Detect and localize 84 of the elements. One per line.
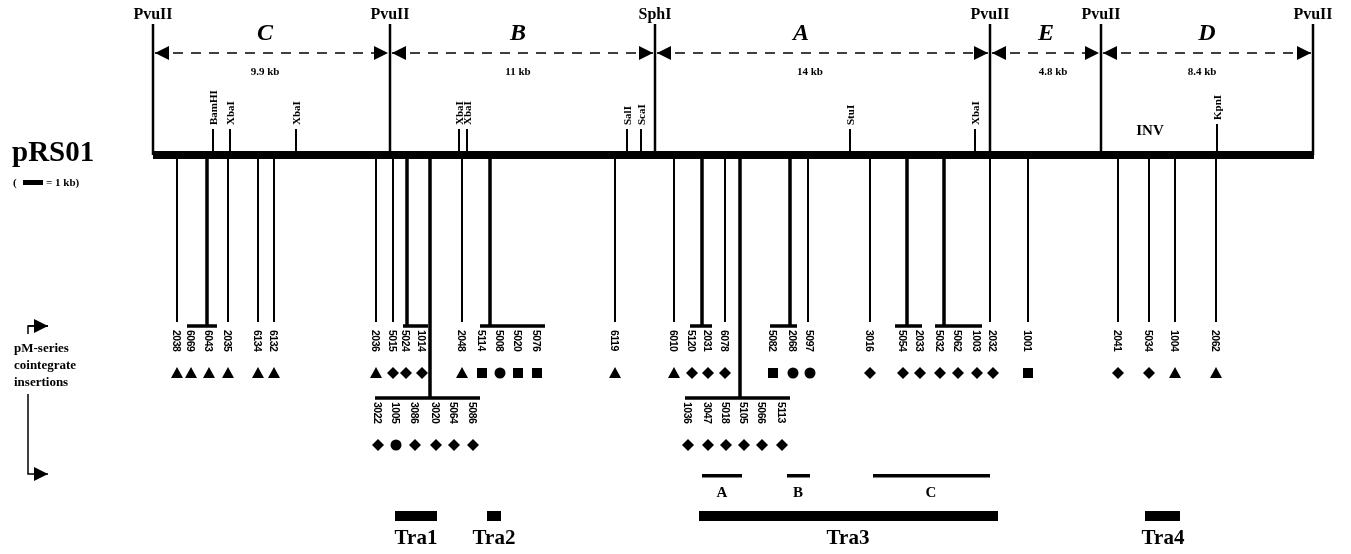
region-label: INV	[1136, 123, 1164, 138]
restriction-site-label: XbaI	[224, 101, 236, 125]
fragment-size-label: 11 kb	[505, 66, 531, 77]
restriction-site-label: BamHI	[207, 90, 219, 125]
insertion-number: 5062	[952, 330, 964, 352]
insertion-number: 1036	[682, 402, 694, 424]
insertion-number: 2068	[787, 330, 799, 352]
region-label: A	[716, 485, 728, 500]
insertion-number: 2033	[914, 330, 926, 352]
restriction-site-label: XbaI	[290, 101, 302, 125]
insertion-number: 1001	[1022, 330, 1034, 352]
insertion-number: 6119	[609, 330, 621, 351]
row-heading: pM-series cointegrate insertions	[14, 340, 78, 391]
gene-region-label: Tra1	[394, 527, 438, 548]
restriction-site-label: ScaI	[635, 104, 647, 125]
restriction-site-label: SalI	[621, 106, 633, 125]
insertion-number: 2035	[222, 330, 234, 352]
fragment-letter: E	[1038, 20, 1054, 44]
insertion-number: 6134	[252, 330, 264, 352]
insertion-number: 5034	[1143, 330, 1155, 352]
insertion-number: 1004	[1169, 330, 1181, 352]
insertion-number: 1003	[971, 330, 983, 352]
restriction-site-label: XbaI	[453, 101, 465, 125]
restriction-site-label: PvuII	[1293, 6, 1333, 22]
fragment-letter: B	[510, 20, 526, 44]
insertion-number: 1014	[416, 330, 428, 352]
insertion-number: 1005	[390, 402, 402, 424]
insertion-number: 5082	[767, 330, 779, 352]
insertion-number: 2062	[1210, 330, 1222, 352]
insertion-number: 6078	[719, 330, 731, 352]
insertion-number: 2036	[370, 330, 382, 352]
insertion-number: 6069	[185, 330, 197, 352]
region-label: C	[925, 485, 937, 500]
fragment-letter: D	[1198, 20, 1216, 44]
fragment-letter: C	[257, 20, 273, 44]
insertion-number: 6043	[203, 330, 215, 352]
scale-label: (	[13, 177, 17, 188]
insertion-number: 5064	[448, 402, 460, 424]
insertion-number: 6010	[668, 330, 680, 352]
insertion-number: 3086	[409, 402, 421, 424]
insertion-number: 6132	[268, 330, 280, 352]
insertion-number: 5086	[467, 402, 479, 424]
gene-region-label: Tra3	[826, 527, 870, 548]
insertion-number: 2048	[456, 330, 468, 352]
fragment-size-label: 9.9 kb	[250, 66, 280, 77]
fragment-size-label: 14 kb	[797, 66, 823, 77]
restriction-site-label: PvuII	[133, 6, 173, 22]
insertion-number: 5113	[776, 402, 788, 423]
restriction-site-label: SphI	[638, 6, 672, 22]
restriction-site-label: PvuII	[970, 6, 1010, 22]
insertion-number: 3020	[430, 402, 442, 424]
insertion-number: 5018	[720, 402, 732, 424]
plasmid-name: pRS01	[12, 137, 95, 166]
insertion-number: 5015	[387, 330, 399, 352]
insertion-number: 5020	[512, 330, 524, 352]
insertion-number: 5066	[756, 402, 768, 424]
insertion-number: 2032	[987, 330, 999, 352]
fragment-letter: A	[793, 20, 809, 44]
restriction-site-label: XbaI	[969, 101, 981, 125]
insertion-number: 5120	[686, 330, 698, 352]
insertion-number: 2038	[171, 330, 183, 352]
gene-region-label: Tra4	[1141, 527, 1185, 548]
insertion-number: 3016	[864, 330, 876, 352]
insertion-number: 5024	[400, 330, 412, 352]
insertion-number: 5054	[897, 330, 909, 352]
fragment-size-label: 4.8 kb	[1038, 66, 1068, 77]
insertion-number: 5114	[476, 330, 488, 351]
insertion-number: 5097	[804, 330, 816, 352]
insertion-number: 5105	[738, 402, 750, 424]
region-label: B	[793, 485, 803, 500]
restriction-site-label: KpnI	[1211, 94, 1223, 120]
insertion-number: 5076	[531, 330, 543, 352]
restriction-site-label: PvuII	[1081, 6, 1121, 22]
restriction-site-label: PvuII	[370, 6, 410, 22]
insertion-number: 2041	[1112, 330, 1124, 352]
fragment-size-label: 8.4 kb	[1187, 66, 1217, 77]
scale-label: = 1 kb)	[46, 177, 80, 188]
gene-region-label: Tra2	[472, 527, 516, 548]
insertion-number: 3047	[702, 402, 714, 424]
insertion-number: 3022	[372, 402, 384, 424]
insertion-number: 5032	[934, 330, 946, 352]
restriction-site-label: StuI	[844, 104, 856, 125]
insertion-number: 2031	[702, 330, 714, 352]
insertion-number: 5008	[494, 330, 506, 352]
